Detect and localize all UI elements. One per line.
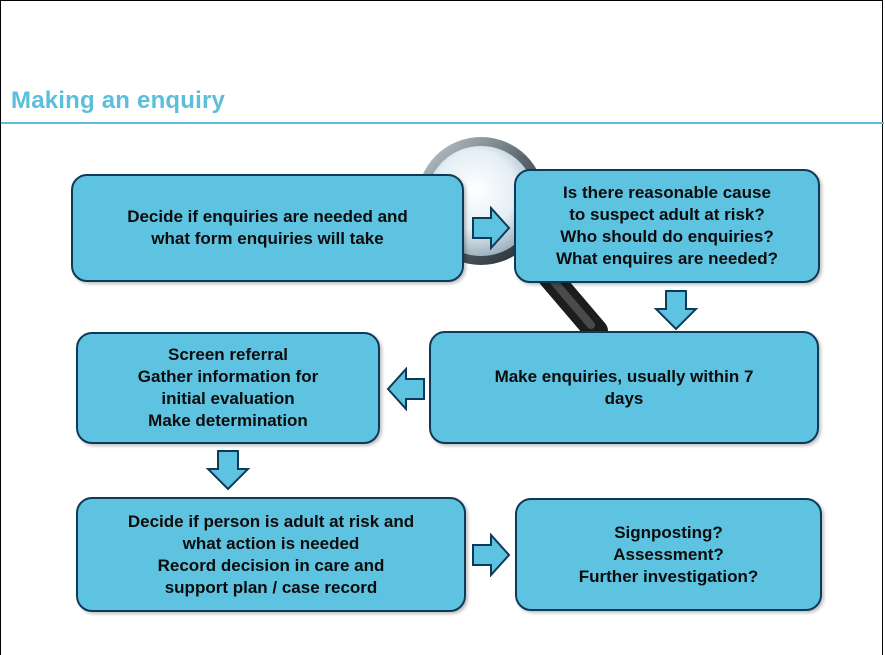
decide-person-text: Decide if person is adult at risk and wh… bbox=[127, 511, 415, 597]
decide-enquiries-box: Decide if enquiries are needed and what … bbox=[71, 174, 464, 282]
reasonable-cause-box: Is there reasonable cause to suspect adu… bbox=[514, 169, 820, 283]
make-enquiries-box: Make enquiries, usually within 7 days bbox=[429, 331, 819, 444]
arrow-left-icon bbox=[386, 367, 425, 411]
make-enquiries-text: Make enquiries, usually within 7 days bbox=[494, 366, 754, 408]
arrow-right-icon bbox=[472, 533, 511, 577]
decide-person-box: Decide if person is adult at risk and wh… bbox=[76, 497, 466, 612]
arrow-right-icon bbox=[472, 206, 511, 250]
reasonable-cause-text: Is there reasonable cause to suspect adu… bbox=[556, 183, 778, 268]
arrow-down-icon bbox=[206, 450, 250, 491]
title-underline bbox=[1, 122, 884, 124]
outcomes-text: Signposting? Assessment? Further investi… bbox=[578, 522, 759, 586]
outcomes-box: Signposting? Assessment? Further investi… bbox=[515, 498, 822, 611]
slide-title: Making an enquiry bbox=[11, 87, 226, 114]
arrow-down-icon bbox=[654, 290, 698, 331]
screen-referral-box: Screen referral Gather information for i… bbox=[76, 332, 380, 444]
screen-referral-text: Screen referral Gather information for i… bbox=[137, 345, 319, 430]
decide-enquiries-text: Decide if enquiries are needed and what … bbox=[127, 207, 408, 248]
